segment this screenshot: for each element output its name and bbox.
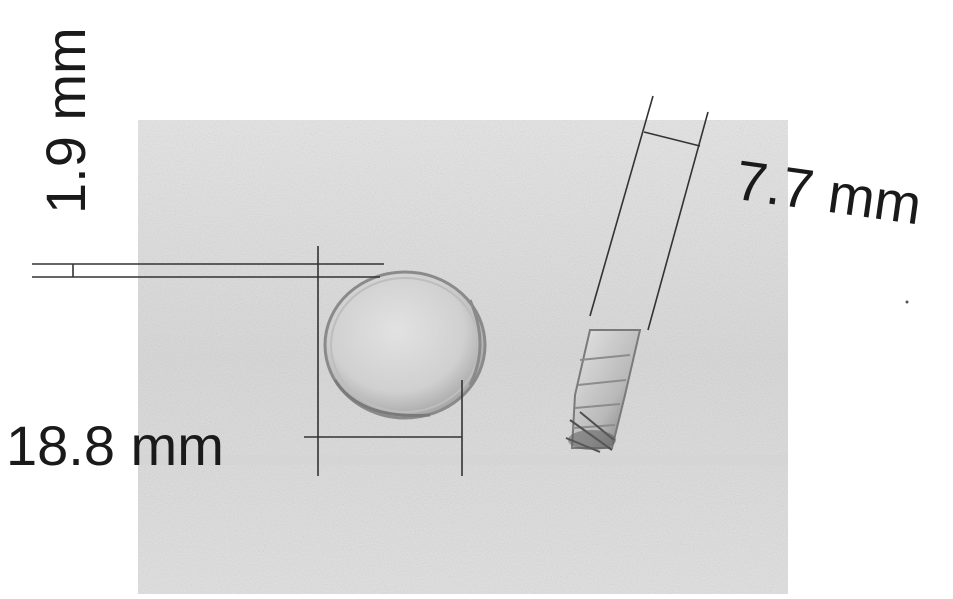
- surface-horizon: [138, 455, 788, 465]
- diameter-dimension-lines: [304, 246, 463, 476]
- strip-sample: [565, 329, 642, 453]
- thickness-dimension-lines: [32, 263, 384, 278]
- thickness-label: 1.9 mm: [34, 27, 97, 214]
- diameter-label: 18.8 mm: [6, 414, 224, 477]
- scan-speck: [905, 300, 909, 304]
- disc-sample: [323, 270, 487, 420]
- width-dimension-lines: [589, 95, 709, 331]
